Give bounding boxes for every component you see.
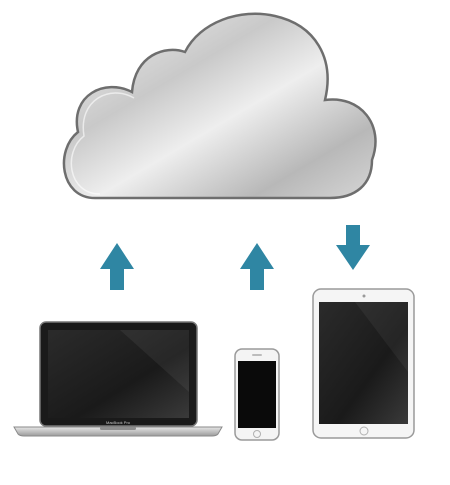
- laptop-upload-arrow-icon: [100, 243, 134, 290]
- tablet-icon: [312, 288, 415, 439]
- phone-upload-arrow-icon: [240, 243, 274, 290]
- laptop-brand-label: MacBook Pro: [106, 420, 131, 425]
- laptop-icon: MacBook Pro: [13, 321, 223, 437]
- tablet-download-arrow-icon: [336, 225, 370, 270]
- smartphone-icon: [234, 348, 280, 441]
- icloud-cloud-icon: [62, 12, 377, 200]
